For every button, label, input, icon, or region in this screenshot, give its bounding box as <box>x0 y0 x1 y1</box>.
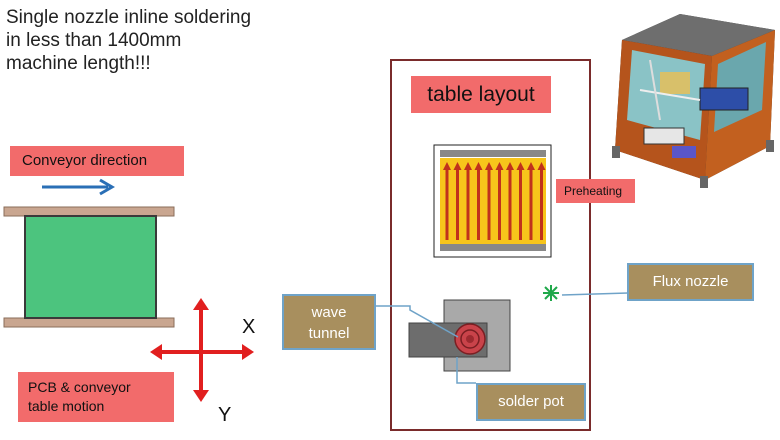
heater-arrowhead <box>516 162 525 170</box>
axis-x-label: X <box>242 316 256 338</box>
flux-nozzle-icon <box>543 285 559 301</box>
pcb-board <box>24 215 157 319</box>
preheater-block <box>433 144 552 258</box>
solder-pot-leader <box>456 357 476 384</box>
wave-tunnel-leader <box>376 305 459 338</box>
heater-arrowhead <box>443 162 451 170</box>
conveyor-rail-top <box>3 206 175 217</box>
headline: Single nozzle inline soldering in less t… <box>6 7 252 74</box>
xy-axis-cross <box>150 298 254 402</box>
heater-arrowhead <box>495 162 504 170</box>
preheating-label: Preheating <box>556 179 635 203</box>
heater-lines <box>443 162 546 240</box>
conveyor-direction-label: Conveyor direction <box>10 146 184 176</box>
solder-pot-label: solder pot <box>476 383 586 421</box>
flux-nozzle-label: Flux nozzle <box>627 263 754 301</box>
heater-arrowhead <box>537 162 546 170</box>
pcb-conveyor-label: PCB & conveyor table motion <box>18 372 174 422</box>
conveyor-rail-bottom <box>3 317 175 328</box>
heater-arrowhead <box>527 162 535 170</box>
heater-arrowhead <box>506 162 514 170</box>
axis-y-label: Y <box>218 404 232 426</box>
conveyor-arrow <box>42 178 115 196</box>
heater-arrowhead <box>485 162 493 170</box>
table-layout-title: table layout <box>411 76 551 113</box>
machine-illustration <box>612 14 775 188</box>
heater-arrowhead <box>474 162 483 170</box>
heater-arrowhead <box>453 162 462 170</box>
heater-arrowhead <box>464 162 472 170</box>
wave-tunnel-label: wave tunnel <box>282 294 376 350</box>
